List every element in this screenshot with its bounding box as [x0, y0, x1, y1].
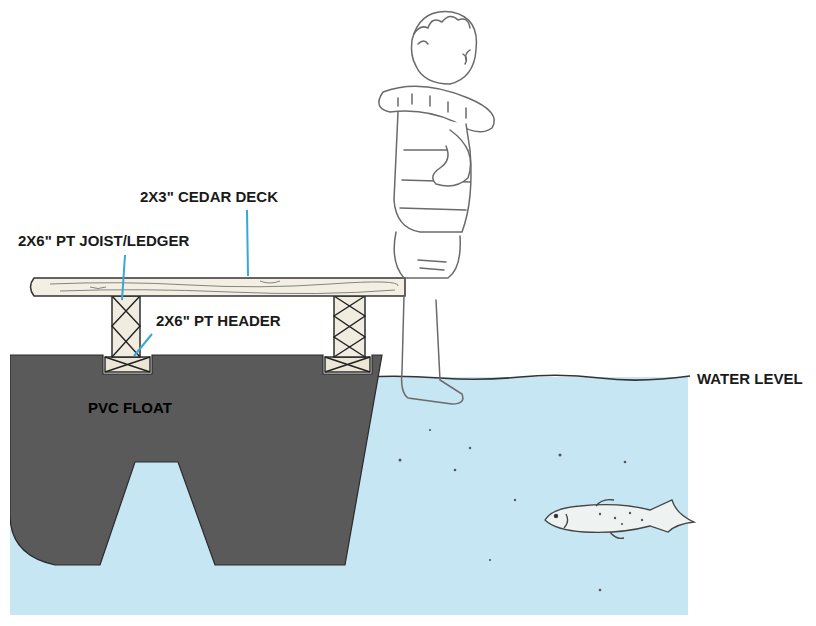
child-figure [379, 12, 494, 404]
water-level-label: WATER LEVEL [697, 371, 803, 388]
float-label: PVC FLOAT [88, 400, 172, 417]
fish [545, 500, 694, 539]
part-label: 2X6" PT HEADER [156, 313, 281, 330]
joists [112, 296, 365, 357]
part-label: 2X3" CEDAR DECK [140, 189, 278, 206]
float-outline [10, 350, 386, 568]
cedar-deck-board [31, 278, 406, 296]
part-label: 2X6" PT JOIST/LEDGER [18, 233, 189, 250]
water-level-line [365, 375, 690, 380]
pvc-float: PVC FLOAT [10, 350, 386, 568]
leader-lines [122, 210, 248, 356]
float-shape [10, 355, 382, 565]
